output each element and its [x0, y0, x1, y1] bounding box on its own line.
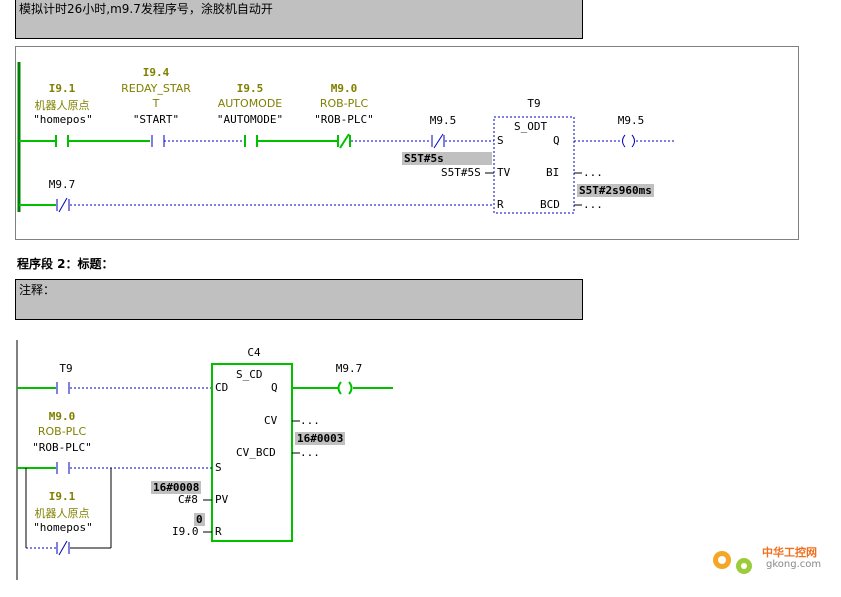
contact2-i91-comment: "homepos": [33, 521, 93, 534]
network2-comment[interactable]: 注释：: [15, 279, 583, 320]
counter-name: C4: [247, 346, 261, 359]
contact2-m90-comment: "ROB-PLC": [32, 441, 92, 454]
watermark-domain: gkong.com: [766, 559, 822, 570]
network1-title-text: 模拟计时26小时,m9.7发程序号，涂胶机自动开: [19, 2, 273, 16]
timer-pin-r: R: [497, 198, 504, 211]
contact-m97[interactable]: [51, 196, 75, 214]
counter-pin-pv: PV: [215, 493, 229, 506]
contact2-m90-symbol: ROB-PLC: [37, 425, 87, 438]
contact-m95[interactable]: [426, 132, 450, 150]
counter-pv-input: C#8: [178, 493, 198, 506]
contact-i94-symbol-cont: T: [152, 97, 160, 110]
contact-i95-comment: "AUTOMODE": [216, 113, 284, 126]
network2-title[interactable]: 程序段 2：标题：: [17, 257, 114, 271]
watermark-logo: 中华工控网 gkong.com: [706, 542, 826, 578]
gear-icon: [713, 551, 752, 574]
contact2-m90-address: M9.0: [48, 410, 76, 423]
contact-i94-comment: "START": [132, 113, 180, 126]
counter-pin-cv: CV: [264, 414, 278, 427]
contact-i94-address: I9.4: [142, 66, 170, 79]
contact-m95-address: M9.5: [429, 114, 457, 127]
contact-i94-symbol: REDAY_STAR: [121, 82, 191, 95]
contact2-i91-symbol: 机器人原点: [34, 507, 90, 520]
coil-m97[interactable]: [334, 379, 358, 397]
contact-t9[interactable]: [51, 379, 75, 397]
counter-type: S_CD: [236, 368, 263, 381]
counter-r-input: I9.0: [172, 525, 199, 538]
counter-pin-s: S: [215, 461, 222, 474]
counter-cv-output: ...: [300, 414, 320, 427]
contact-i91-address: I9.1: [48, 82, 76, 95]
timer-tv-value: S5T#5s: [402, 152, 492, 165]
contact-m97-address: M9.7: [48, 178, 76, 191]
coil-m95[interactable]: [617, 132, 641, 150]
contact-m90-symbol: ROB-PLC: [319, 97, 369, 110]
timer-pin-q: Q: [553, 134, 560, 147]
contact-i95[interactable]: [239, 132, 263, 150]
counter-pin-cd: CD: [215, 381, 229, 394]
contact-i95-symbol: AUTOMODE: [217, 97, 283, 110]
counter-pin-cvbcd: CV_BCD: [236, 446, 276, 459]
timer-bcd-output: ...: [583, 198, 603, 211]
counter-cvbcd-output: ...: [300, 446, 320, 459]
contact2-i91[interactable]: [51, 539, 75, 557]
timer-tv-input: S5T#5S: [441, 166, 481, 179]
contact-i95-address: I9.5: [236, 82, 264, 95]
network1-title-comment[interactable]: 模拟计时26小时,m9.7发程序号，涂胶机自动开: [15, 0, 583, 39]
contact2-i91-address: I9.1: [48, 490, 76, 503]
contact-i91-comment: "homepos": [33, 113, 93, 126]
contact-t9-address: T9: [59, 362, 73, 375]
contact-m90-comment: "ROB-PLC": [314, 113, 374, 126]
contact-m90[interactable]: [332, 132, 356, 150]
counter-cvbcd-value: 16#0003: [295, 432, 346, 445]
timer-bcd-value: S5T#2s960ms: [577, 184, 654, 197]
network1-frame[interactable]: [15, 46, 799, 240]
timer-pin-tv: TV: [497, 166, 511, 179]
coil-m95-address: M9.5: [617, 114, 645, 127]
contact-i91-symbol: 机器人原点: [34, 99, 90, 112]
timer-type: S_ODT: [514, 120, 548, 133]
timer-pin-bcd: BCD: [540, 198, 560, 211]
contact-i91[interactable]: [50, 132, 74, 150]
contact-i94[interactable]: [146, 132, 170, 150]
contact2-m90[interactable]: [51, 459, 75, 477]
coil-m97-address: M9.7: [335, 362, 363, 375]
counter-pin-r: R: [215, 525, 222, 538]
timer-pin-bi: BI: [546, 166, 560, 179]
contact-m90-address: M9.0: [330, 82, 358, 95]
timer-bi-output: ...: [583, 166, 603, 179]
watermark-brand: 中华工控网: [762, 546, 817, 559]
network2-comment-text: 注释：: [19, 283, 56, 297]
timer-pin-s: S: [497, 134, 504, 147]
counter-r-value: 0: [194, 513, 205, 526]
timer-name: T9: [527, 97, 541, 110]
counter-pv-value: 16#0008: [151, 481, 202, 494]
counter-pin-q: Q: [271, 381, 278, 394]
